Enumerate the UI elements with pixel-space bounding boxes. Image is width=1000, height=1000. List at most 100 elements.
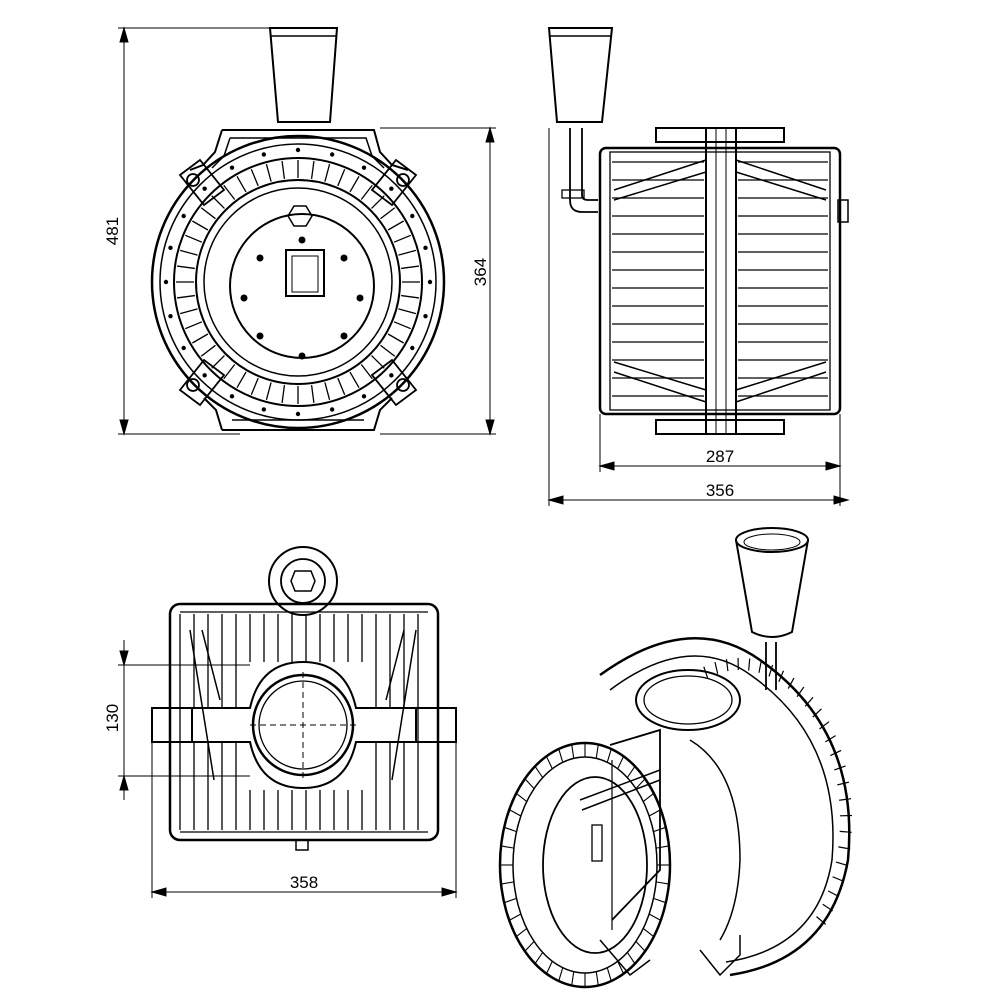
iso-front-rib — [656, 881, 670, 885]
side-view — [547, 27, 849, 435]
iso-front-rib — [626, 765, 636, 778]
front-rim-bolt — [261, 152, 267, 157]
front-rib — [349, 371, 360, 388]
iso-front-rib — [545, 960, 553, 974]
iso-front-rib — [626, 952, 636, 965]
iso-rib — [827, 890, 839, 898]
iso-front-rib — [635, 778, 646, 790]
front-rib — [349, 176, 360, 193]
front-flanges — [178, 158, 418, 407]
front-bolt — [340, 332, 348, 340]
iso-front-rib — [534, 765, 544, 778]
front-rib — [176, 265, 195, 270]
iso-front-rib — [642, 928, 655, 938]
front-view — [150, 27, 446, 431]
front-rib — [250, 169, 259, 187]
side-ribs — [612, 161, 828, 397]
front-bolt — [256, 254, 264, 262]
front-rib — [223, 364, 236, 380]
iso-internal-partition — [609, 728, 661, 921]
iso-front-rib — [648, 809, 662, 817]
iso-rib — [838, 846, 851, 850]
iso-rib — [758, 660, 762, 673]
front-rib — [324, 382, 331, 401]
front-rib — [393, 234, 411, 243]
front-rib — [236, 176, 247, 193]
front-rib — [401, 265, 420, 270]
side-elbow-pipe — [569, 128, 598, 213]
front-rib — [393, 321, 411, 330]
iso-rib — [832, 876, 844, 882]
front-rib — [401, 294, 420, 299]
isometric-cutaway-view — [498, 527, 852, 989]
iso-front-rib — [653, 897, 667, 904]
dim-358: 358 — [290, 873, 318, 892]
front-rib — [337, 377, 346, 395]
front-bolt — [298, 236, 306, 244]
iso-rib — [804, 696, 814, 707]
iso-rib — [768, 664, 774, 677]
front-rib — [265, 382, 272, 401]
front-cover-plate — [229, 213, 375, 359]
front-rim-bolt — [229, 165, 235, 170]
dim-130: 130 — [103, 704, 122, 732]
side-inlet-funnel — [547, 27, 614, 123]
iso-rib — [822, 903, 834, 912]
iso-rib — [825, 735, 836, 743]
front-rim-bolt — [410, 213, 415, 219]
iso-front-rib — [606, 748, 612, 763]
iso-front-rib — [508, 809, 522, 817]
side-dimensions — [547, 128, 850, 506]
front-rim-bolt — [168, 245, 173, 251]
front-rib — [192, 333, 209, 344]
top-right-stub — [415, 707, 457, 743]
iso-front-rib — [606, 967, 612, 982]
iso-rib — [816, 916, 827, 925]
front-rim-bolt — [181, 213, 186, 219]
top-dimensions — [118, 640, 458, 898]
iso-front-ribs — [500, 743, 670, 987]
iso-front-rib — [617, 960, 625, 974]
front-rim-bolt — [389, 373, 394, 378]
front-rim-bolt — [202, 186, 207, 191]
iso-rib — [830, 749, 842, 757]
iso-front-rib — [545, 756, 553, 770]
front-top-frame — [189, 129, 409, 171]
front-rim-bolt — [410, 345, 415, 351]
iso-rib — [748, 658, 751, 671]
iso-front-rib — [524, 778, 535, 790]
front-rib — [398, 249, 417, 256]
front-rim-bolt — [389, 186, 394, 191]
front-rim-bolt — [261, 407, 267, 412]
iso-front-rib — [515, 928, 528, 938]
top-inlet-ring — [268, 546, 338, 616]
side-body — [598, 146, 842, 416]
front-rib — [324, 163, 331, 182]
front-rim-bolt — [168, 313, 173, 319]
front-bolt — [256, 332, 264, 340]
front-rib — [387, 220, 404, 231]
iso-front-rib — [503, 897, 517, 904]
front-rib — [200, 344, 216, 357]
iso-rib — [796, 686, 805, 698]
front-rib — [281, 160, 286, 179]
front-rib — [179, 249, 198, 256]
front-rib — [360, 184, 373, 200]
front-rim-bolt — [329, 152, 335, 157]
iso-front-rib — [648, 913, 662, 921]
iso-front-rib — [571, 971, 575, 986]
front-bolt — [298, 352, 306, 360]
iso-front-rib — [524, 940, 535, 952]
top-left-stub — [151, 707, 193, 743]
iso-outer-shell — [599, 637, 851, 977]
iso-front-rib — [500, 845, 514, 849]
front-rib — [211, 355, 225, 369]
front-bolt — [356, 294, 364, 302]
front-dimensions — [118, 26, 496, 436]
iso-front-rib — [656, 845, 670, 849]
iso-rib — [778, 670, 785, 683]
iso-ribs — [703, 658, 852, 925]
iso-rib — [714, 661, 719, 674]
